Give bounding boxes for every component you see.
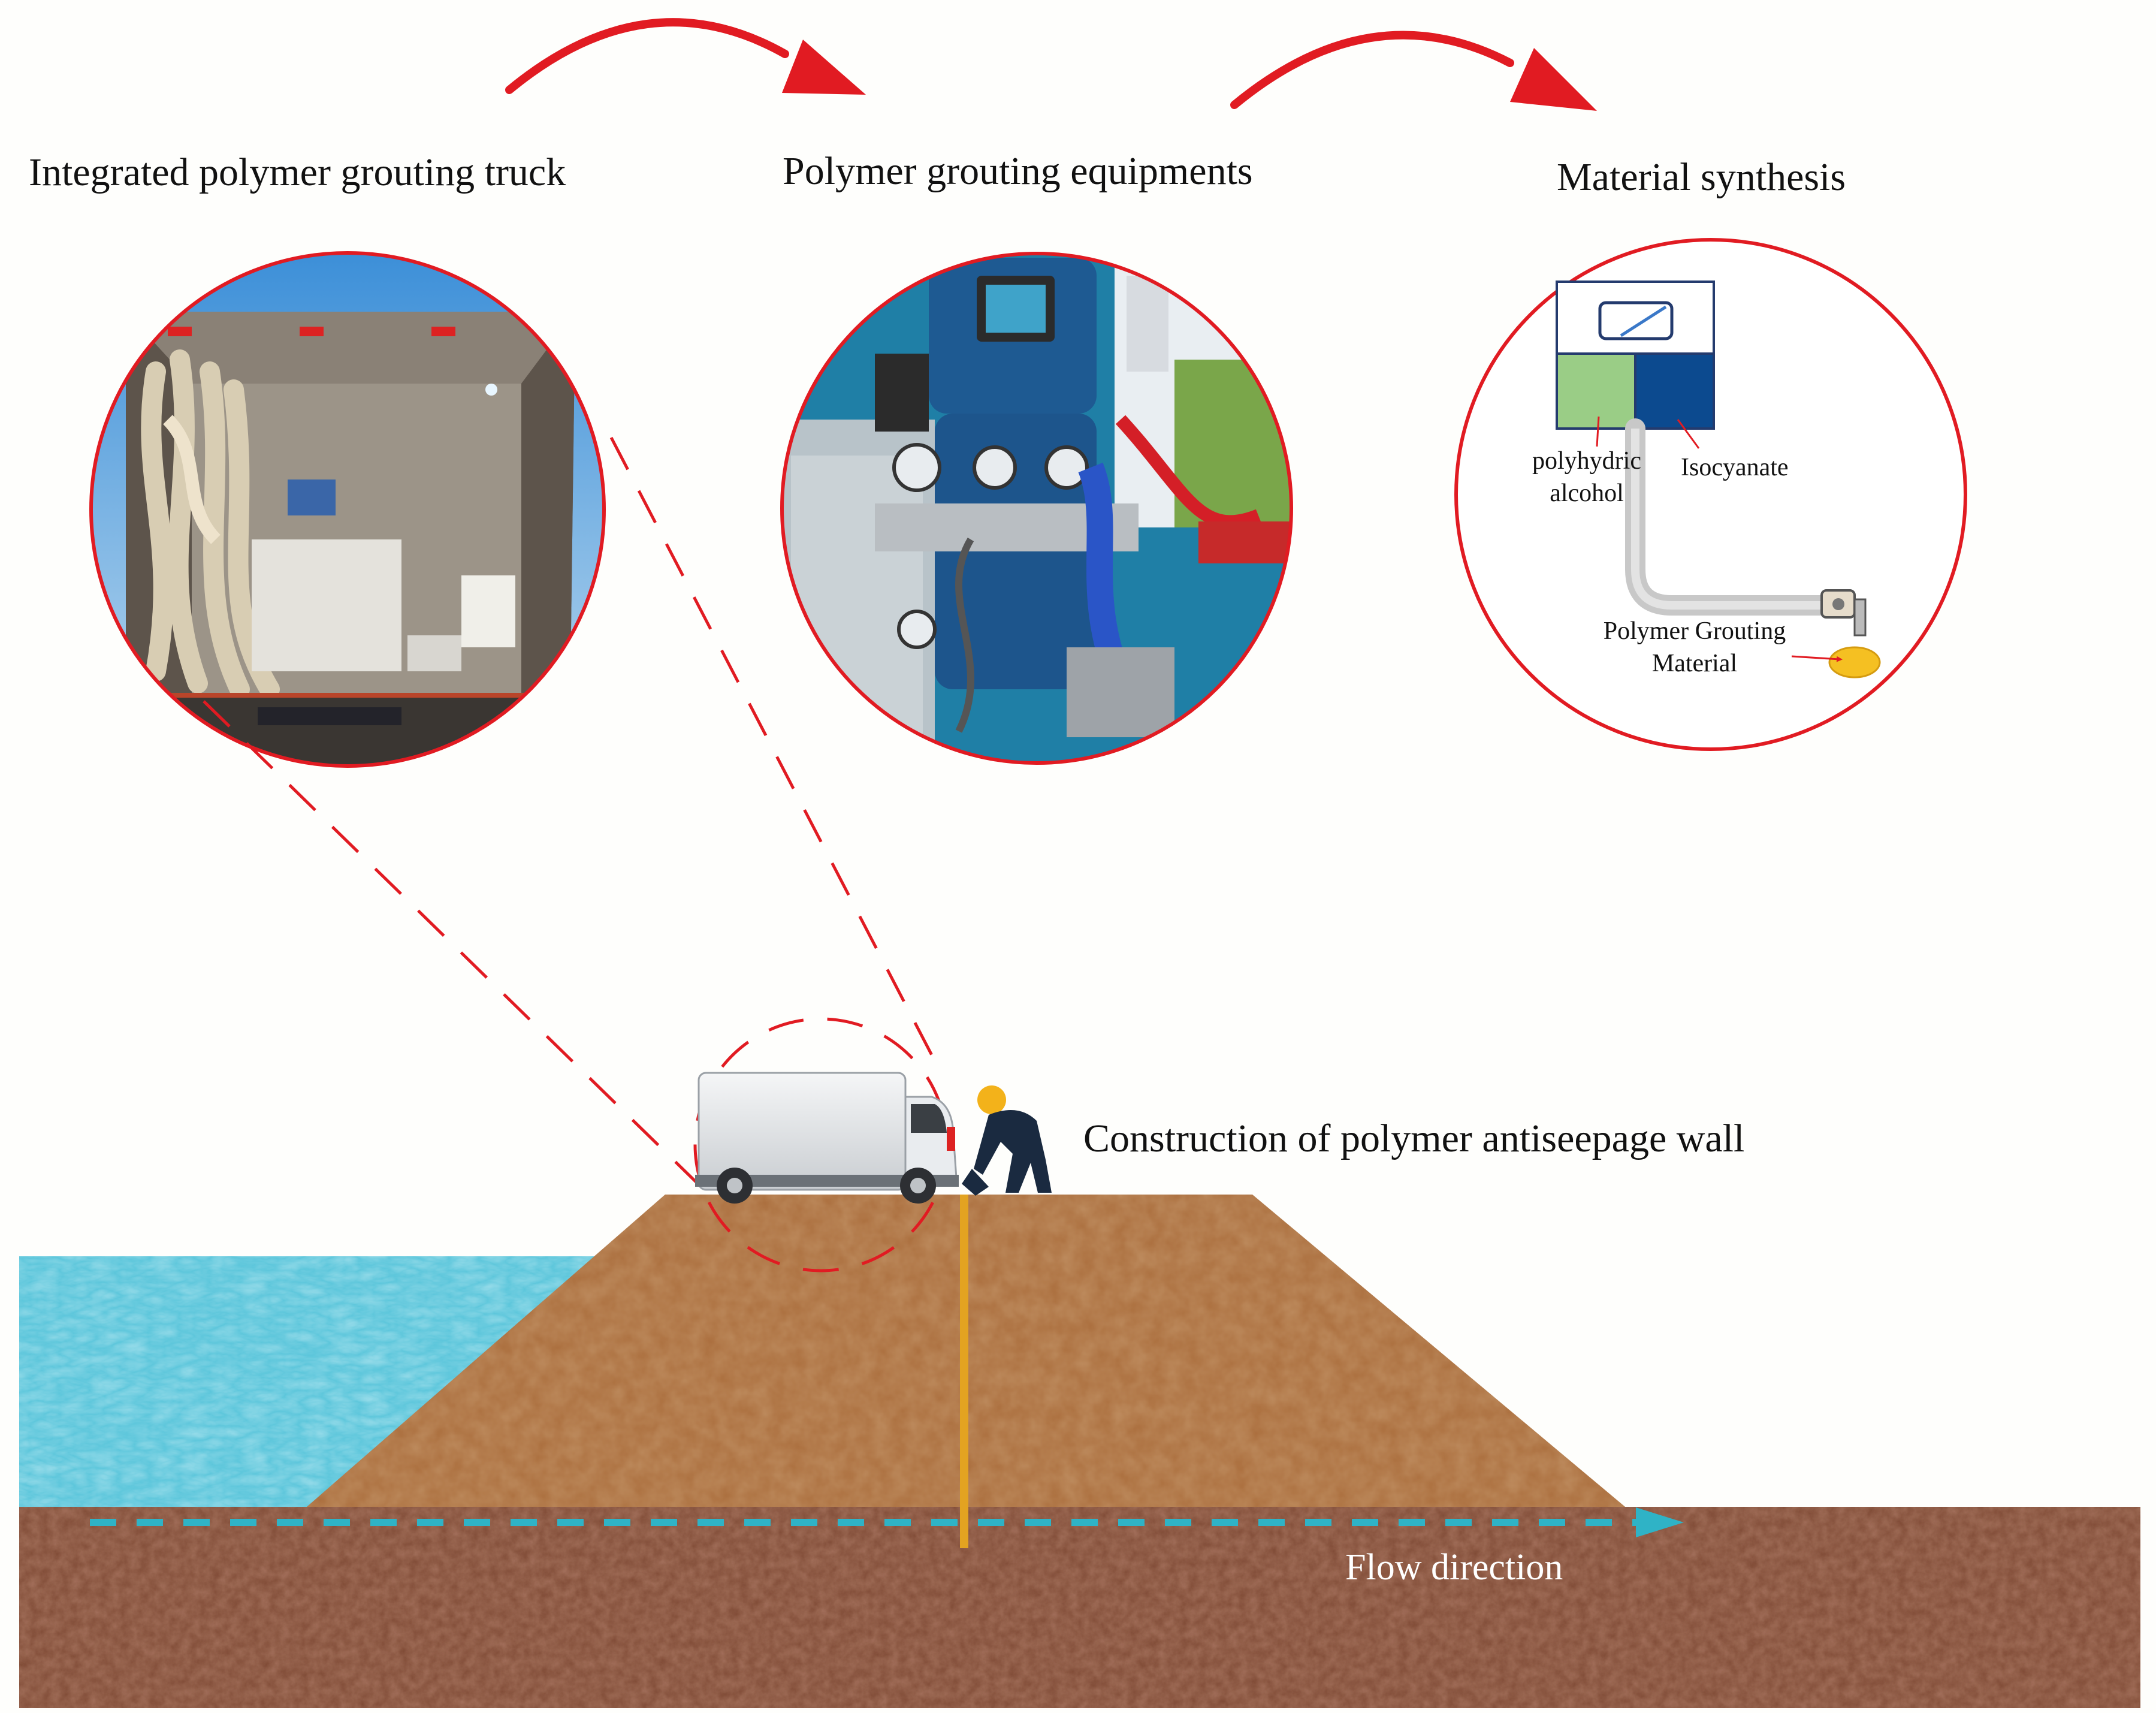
polyol-label-line2: alcohol (1550, 479, 1624, 507)
flow-arrow (90, 1507, 1684, 1537)
flow-direction-label: Flow direction (1345, 1547, 1563, 1588)
grouting-gun-icon (1820, 589, 1867, 637)
arrow-curved-icon (505, 18, 866, 95)
polyol-tank (1556, 352, 1636, 430)
product-label-line2: Material (1651, 650, 1738, 677)
isocyanate-tank (1634, 352, 1715, 430)
worker-icon (962, 1085, 1052, 1196)
synthesis-diagram (1454, 238, 1967, 751)
polyol-label: polyhydric alcohol (1515, 445, 1659, 509)
grout-blob (1828, 646, 1881, 678)
polyol-label-line1: polyhydric (1532, 447, 1641, 475)
photo-frame-circle (780, 252, 1293, 765)
arrow-curved-icon (1230, 31, 1597, 111)
antiseepage-wall (960, 1195, 968, 1548)
truck-icon (695, 1072, 959, 1204)
isocyanate-label: Isocyanate (1681, 454, 1789, 481)
foundation-layer (19, 1507, 2140, 1708)
photo-frame-circle (89, 251, 606, 768)
product-label-line1: Polymer Grouting (1603, 617, 1786, 645)
construction-label: Construction of polymer antiseepage wall (1083, 1117, 1745, 1160)
product-label: Polymer Grouting Material (1575, 615, 1814, 680)
truck-title: Integrated polymer grouting truck (29, 150, 566, 194)
equipment-title: Polymer grouting equipments (783, 149, 1253, 193)
synthesis-title: Material synthesis (1557, 155, 1846, 199)
